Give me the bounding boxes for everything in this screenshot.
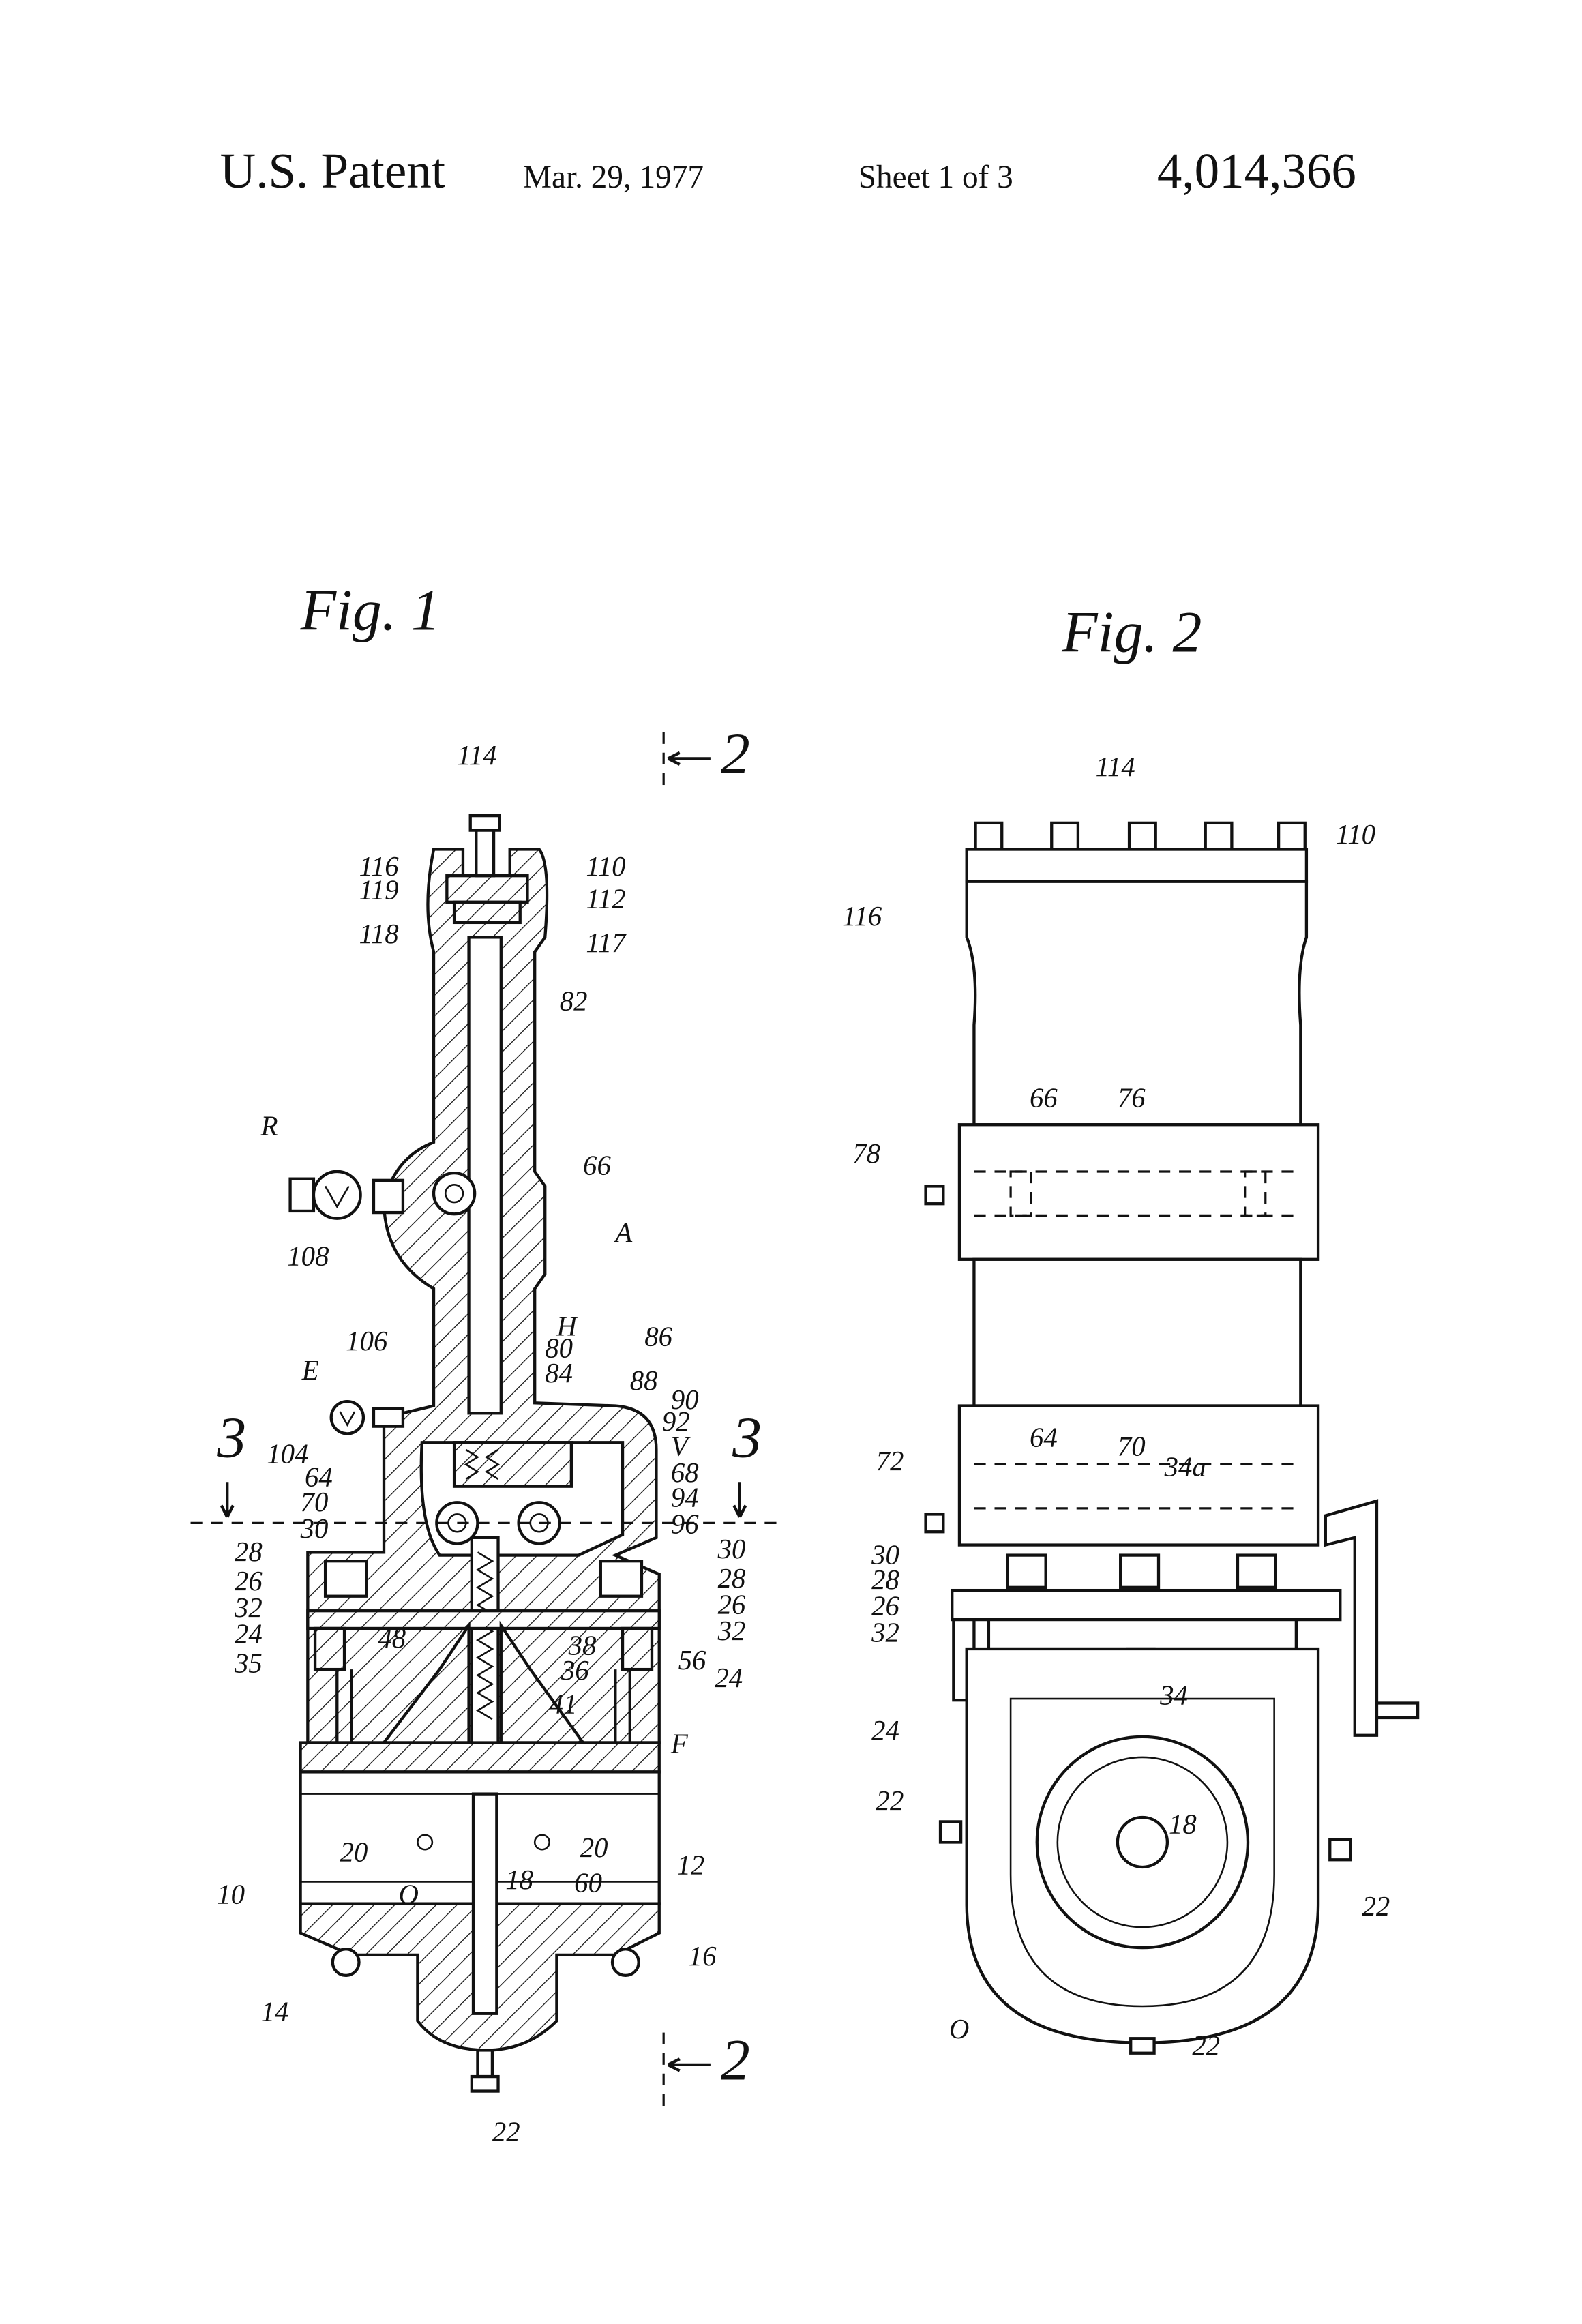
reference-numeral: 18	[1169, 1809, 1197, 1840]
reference-numeral: 110	[586, 851, 625, 882]
reference-numeral: 118	[359, 919, 399, 949]
reference-numeral: F	[670, 1728, 689, 1759]
reference-numeral: 16	[689, 1941, 717, 1971]
reference-numeral: 117	[586, 927, 627, 958]
reference-numeral: 32	[717, 1615, 746, 1646]
reference-numeral: 66	[1030, 1082, 1058, 1113]
cap-bolt	[1129, 823, 1156, 850]
reference-numeral: 48	[378, 1623, 406, 1654]
reference-numeral: 64	[1030, 1422, 1058, 1453]
reference-numeral: O	[949, 2014, 969, 2044]
fig2-drawing	[926, 823, 1418, 2053]
reference-numeral: 112	[586, 883, 625, 914]
reference-numeral: 76	[1118, 1082, 1146, 1113]
cap-bolt	[1206, 823, 1232, 850]
reference-numeral: 24	[235, 1618, 263, 1649]
reference-numeral: 78	[852, 1138, 880, 1169]
section-mark: 3	[732, 1405, 762, 1470]
reference-numeral: 34a	[1164, 1452, 1206, 1483]
reference-numeral: 35	[234, 1648, 263, 1678]
fig1-title: Fig. 1	[300, 577, 441, 642]
reference-numeral: 72	[876, 1446, 904, 1476]
reference-numeral: 108	[287, 1240, 329, 1271]
reference-numeral: 34	[1159, 1680, 1188, 1711]
reference-numeral: 104	[267, 1438, 308, 1469]
cap-bolt	[1051, 823, 1078, 850]
reference-numeral: E	[301, 1355, 319, 1386]
reference-numeral: 28	[235, 1536, 263, 1567]
reference-numeral: 60	[574, 1868, 602, 1898]
reference-numeral: 12	[676, 1850, 704, 1881]
reference-numeral: 96	[671, 1508, 699, 1539]
reference-numeral: 70	[1118, 1431, 1146, 1462]
reference-numeral: 30	[300, 1513, 329, 1544]
patent-office-label: U.S. Patent	[220, 143, 445, 198]
reference-numeral: 110	[1336, 819, 1375, 850]
patent-number: 4,014,366	[1157, 143, 1356, 198]
reference-numeral: 84	[545, 1358, 573, 1388]
reference-numeral: A	[613, 1217, 633, 1248]
reference-numeral: 32	[871, 1617, 899, 1648]
reference-numeral: 20	[580, 1832, 608, 1863]
reference-numeral: 119	[359, 875, 399, 906]
reference-numeral: 22	[1362, 1891, 1390, 1922]
reference-numeral: 88	[630, 1365, 658, 1396]
reference-numeral: 14	[261, 1996, 289, 2027]
cap-bolt	[1279, 823, 1305, 850]
reference-numeral: O	[398, 1879, 418, 1910]
section-mark: 2	[721, 2027, 750, 2092]
patent-date: Mar. 29, 1977	[523, 160, 704, 195]
reference-numeral: 10	[217, 1879, 245, 1910]
reference-numeral: 36	[561, 1655, 589, 1686]
reference-numeral: 86	[644, 1322, 672, 1352]
reference-numeral: 114	[1096, 751, 1135, 782]
reference-numeral: 66	[583, 1150, 611, 1180]
fig1-drawing	[191, 732, 784, 2109]
reference-numeral: 114	[457, 740, 496, 771]
sheet-number: Sheet 1 of 3	[859, 160, 1013, 195]
reference-numeral: 22	[876, 1785, 904, 1816]
reference-numeral: R	[260, 1110, 278, 1141]
reference-numeral: 20	[340, 1836, 368, 1867]
cap-bolt	[976, 823, 1002, 850]
reference-numeral: 22	[492, 2117, 520, 2147]
reference-numeral: 22	[1192, 2030, 1220, 2061]
section-mark: 3	[216, 1405, 246, 1470]
reference-numeral: 116	[842, 901, 882, 932]
fig2-title: Fig. 2	[1061, 599, 1202, 665]
reference-numeral: 106	[346, 1326, 388, 1356]
reference-numeral: 56	[678, 1645, 706, 1675]
reference-numeral: 24	[871, 1715, 899, 1746]
section-mark: 2	[721, 721, 750, 786]
reference-numeral: 18	[505, 1864, 533, 1895]
reference-numeral: 82	[560, 986, 588, 1017]
reference-numeral: 30	[717, 1534, 746, 1564]
reference-numeral: 24	[715, 1663, 743, 1693]
reference-numeral: 41	[550, 1689, 578, 1720]
